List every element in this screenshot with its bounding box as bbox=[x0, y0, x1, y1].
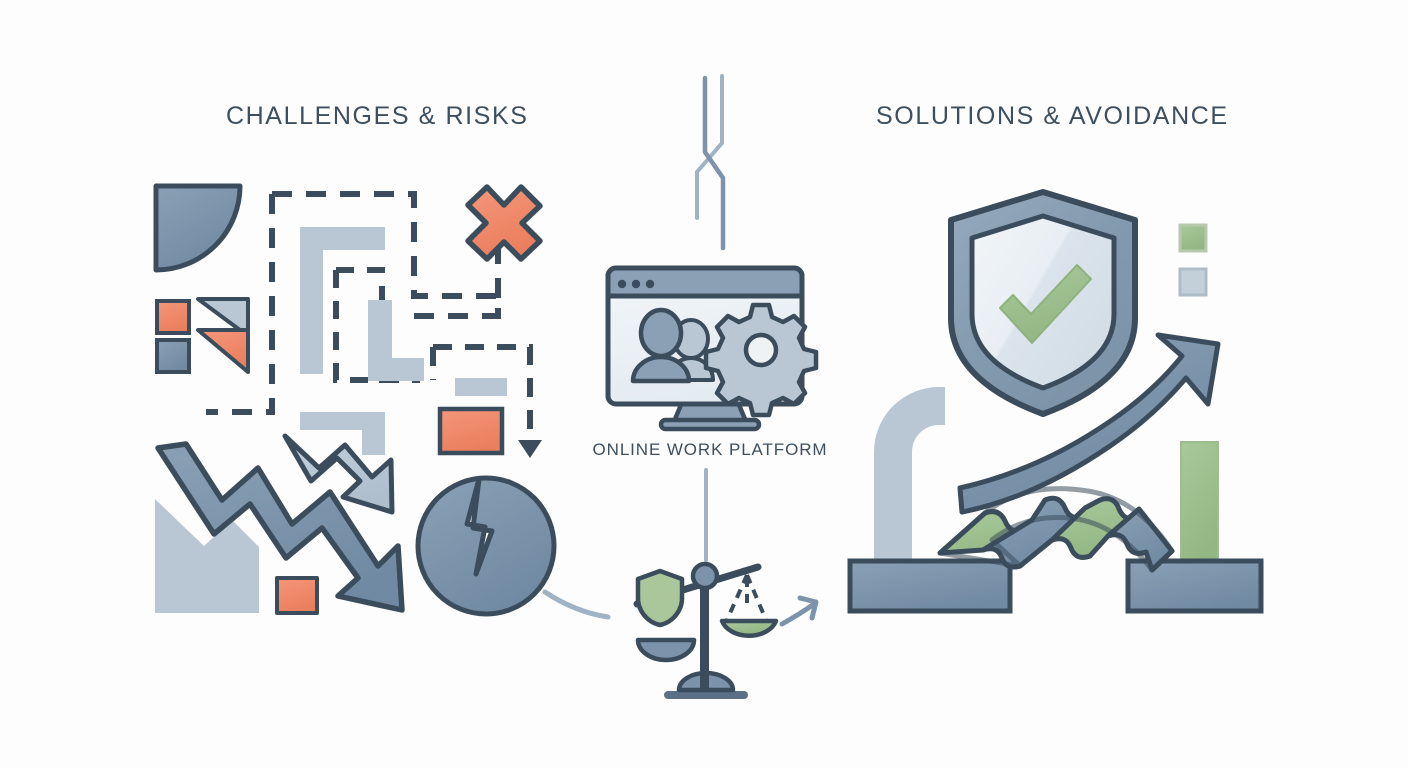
bridge-deck-outline bbox=[937, 486, 1175, 573]
quarter-circle-shape bbox=[153, 183, 243, 273]
scale-pivot bbox=[690, 561, 720, 591]
right-panel-title: SOLUTIONS & AVOIDANCE bbox=[876, 102, 1229, 130]
scale-foot bbox=[664, 691, 748, 699]
left-panel-group bbox=[153, 183, 557, 617]
browser-dot-1 bbox=[617, 279, 627, 289]
mountain-chart-shape bbox=[155, 499, 259, 613]
corner-bracket-large bbox=[300, 227, 385, 374]
browser-dot-2 bbox=[631, 279, 641, 289]
puzzle-bridge-piece-2 bbox=[980, 495, 1093, 570]
pillar-right bbox=[1125, 558, 1264, 614]
scale-shield-weight bbox=[635, 568, 685, 628]
balance-scale bbox=[633, 561, 779, 699]
monitor-stand bbox=[670, 397, 750, 427]
rising-curved-arrow bbox=[957, 332, 1221, 515]
small-triangle-salmon bbox=[275, 576, 319, 615]
center-panel-group bbox=[542, 74, 819, 699]
broken-pie-chart bbox=[415, 475, 557, 617]
connector-arrow-right bbox=[797, 595, 819, 621]
down-triangle-arrowhead bbox=[518, 440, 542, 458]
connector-curve-left bbox=[542, 589, 611, 620]
pie-crack bbox=[464, 476, 495, 577]
dashed-maze-segment-lower bbox=[433, 344, 533, 448]
small-square-green bbox=[1178, 223, 1208, 253]
puzzle-bridge-piece-1 bbox=[937, 509, 1035, 570]
small-square-salmon bbox=[155, 299, 191, 335]
connector-curve-right bbox=[779, 601, 817, 627]
gray-bar bbox=[455, 378, 507, 396]
scale-string-right-b bbox=[745, 574, 768, 621]
monitor-screen bbox=[605, 265, 805, 407]
triangle-salmon bbox=[196, 328, 250, 374]
scale-string-right-a bbox=[725, 574, 749, 621]
dashed-maze-segment-inner bbox=[336, 267, 420, 383]
scale-pan-left bbox=[635, 637, 697, 663]
user-avatar-primary-body bbox=[630, 354, 692, 384]
cross-x-mark bbox=[465, 184, 543, 262]
user-avatar-secondary-head bbox=[672, 318, 710, 360]
salmon-rectangle bbox=[437, 406, 505, 456]
declining-arrow-primary bbox=[155, 441, 405, 613]
user-avatar-secondary-body bbox=[667, 356, 715, 382]
right-panel-group bbox=[847, 189, 1264, 614]
dashed-maze-segment-right bbox=[414, 240, 501, 319]
pillar-left bbox=[847, 558, 1013, 614]
scale-base bbox=[676, 670, 736, 693]
dashed-maze-segment-top bbox=[272, 191, 501, 316]
hook-column bbox=[874, 387, 945, 608]
browser-dot-3 bbox=[645, 279, 655, 289]
corner-bracket-lower bbox=[300, 412, 385, 455]
circuit-trace-light bbox=[695, 74, 724, 220]
scale-post bbox=[700, 580, 709, 690]
shield-badge-outer bbox=[948, 189, 1138, 417]
gear-icon bbox=[703, 302, 819, 418]
triangle-blue bbox=[196, 297, 250, 338]
user-avatar-primary-head bbox=[638, 307, 684, 359]
scale-pan-right bbox=[719, 618, 779, 638]
declining-arrow-secondary bbox=[282, 433, 395, 515]
left-panel-title: CHALLENGES & RISKS bbox=[226, 102, 529, 130]
green-bar bbox=[1180, 441, 1219, 569]
circuit-trace-dark bbox=[702, 75, 726, 251]
monitor-base bbox=[658, 417, 762, 432]
center-caption: ONLINE WORK PLATFORM bbox=[592, 440, 828, 459]
scale-beam bbox=[633, 563, 762, 608]
puzzle-bridge-piece-3 bbox=[1049, 496, 1149, 560]
small-square-pale-blue bbox=[1178, 267, 1208, 297]
puzzle-bridge-piece-4 bbox=[1105, 506, 1175, 573]
checkmark-icon bbox=[999, 264, 1092, 344]
browser-titlebar bbox=[605, 265, 805, 299]
dashed-maze-segment-inner2 bbox=[333, 270, 420, 383]
dashed-maze-segment-left bbox=[206, 194, 275, 415]
shield-badge-inner bbox=[969, 213, 1117, 391]
small-square-blue bbox=[155, 338, 191, 374]
corner-bracket-small bbox=[368, 300, 424, 381]
